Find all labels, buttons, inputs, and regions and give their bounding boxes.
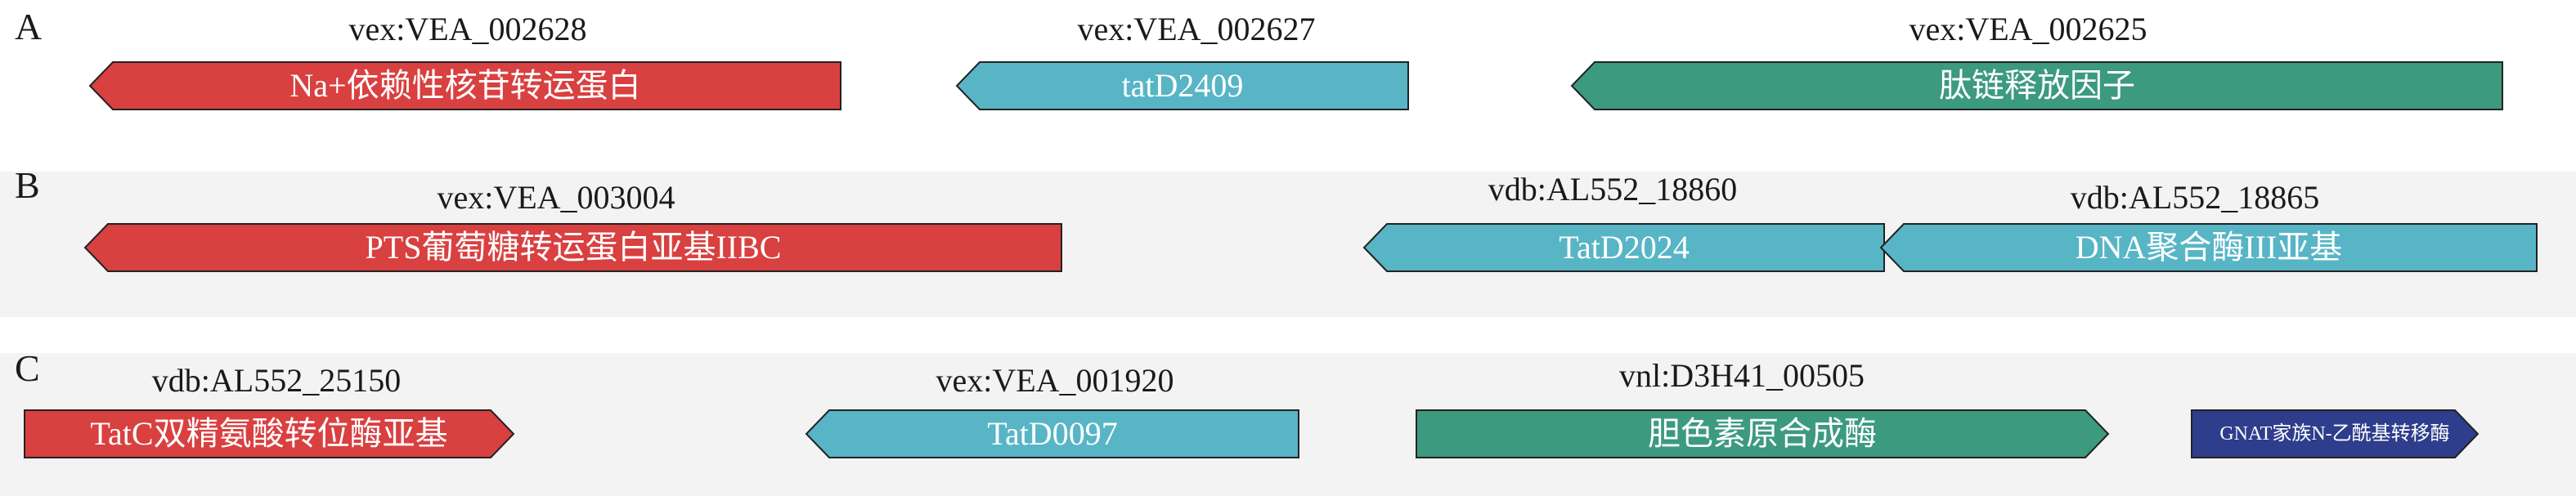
- gene-id: vex:VEA_003004: [437, 179, 675, 216]
- gene-label: GNAT家族N-乙酰基转移酶: [2219, 423, 2450, 445]
- gene-arrow: GNAT家族N-乙酰基转移酶: [2191, 409, 2480, 458]
- gene-arrow-polygon: [955, 61, 1409, 110]
- gene-id: vex:VEA_002628: [348, 11, 587, 47]
- gene-label: PTS葡萄糖转运蛋白亚基IIBC: [365, 229, 782, 266]
- gene-arrow-shape: [805, 409, 1299, 458]
- gene-arrow-shape: [24, 409, 515, 458]
- gene-label: Na+依赖性核苷转运蛋白: [289, 67, 641, 104]
- gene-label: DNA聚合酶III亚基: [2075, 229, 2343, 266]
- gene-arrow: TatC双精氨酸转位酶亚基: [24, 409, 515, 458]
- gene-arrow: 肽链释放因子: [1570, 61, 2503, 110]
- gene-arrow: DNA聚合酶III亚基: [1879, 223, 2538, 272]
- gene-label: 肽链释放因子: [1939, 67, 2135, 104]
- gene-arrow: TatD0097: [805, 409, 1299, 458]
- gene-id: vdb:AL552_18865: [2070, 179, 2320, 216]
- panel-letter-c: C: [15, 347, 40, 389]
- gene-arrow-polygon: [24, 409, 515, 458]
- gene-arrow-shape: [83, 223, 1062, 272]
- gene-label: TatD2024: [1559, 229, 1690, 266]
- gene-id: vex:VEA_001920: [936, 362, 1174, 399]
- gene-arrow-polygon: [805, 409, 1299, 458]
- gene-label: tatD2409: [1121, 67, 1244, 104]
- gene-arrow: PTS葡萄糖转运蛋白亚基IIBC: [83, 223, 1062, 272]
- gene-arrow-shape: [88, 61, 841, 110]
- gene-id: vex:VEA_002627: [1077, 11, 1316, 47]
- gene-arrow-polygon: [1879, 223, 2538, 272]
- gene-id: vdb:AL552_25150: [151, 362, 402, 399]
- gene-arrow-shape: [1879, 223, 2538, 272]
- gene-arrow: 胆色素原合成酶: [1416, 409, 2110, 458]
- gene-label: 胆色素原合成酶: [1648, 415, 1877, 452]
- gene-arrow-shape: [2191, 409, 2480, 458]
- gene-id: vex:VEA_002625: [1909, 11, 2147, 47]
- gene-label: TatC双精氨酸转位酶亚基: [90, 415, 448, 452]
- gene-label: TatD0097: [987, 415, 1118, 452]
- gene-arrow-polygon: [88, 61, 841, 110]
- panel-letter-a: A: [15, 6, 43, 47]
- gene-arrow-shape: [1570, 61, 2503, 110]
- gene-arrow: tatD2409: [955, 61, 1409, 110]
- gene-arrow-shape: [1362, 223, 1885, 272]
- gene-id: vnl:D3H41_00505: [1619, 357, 1865, 394]
- gene-arrow-polygon: [1362, 223, 1885, 272]
- gene-arrow-polygon: [83, 223, 1062, 272]
- gene-id: vdb:AL552_18860: [1488, 171, 1738, 208]
- gene-arrow-polygon: [2191, 409, 2480, 458]
- gene-arrow-polygon: [1570, 61, 2503, 110]
- gene-arrow-shape: [955, 61, 1409, 110]
- gene-arrow: Na+依赖性核苷转运蛋白: [88, 61, 841, 110]
- gene-arrow-polygon: [1416, 409, 2110, 458]
- panel-letter-b: B: [15, 164, 40, 206]
- gene-arrow: TatD2024: [1362, 223, 1885, 272]
- gene-arrow-shape: [1416, 409, 2110, 458]
